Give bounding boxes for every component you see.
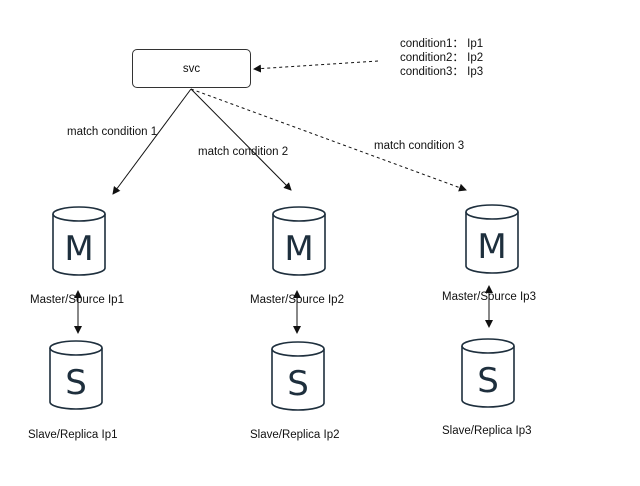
- master-3-label: Master/Source Ip3: [442, 291, 536, 303]
- svc-node: svc: [132, 49, 251, 88]
- slave-db-1: [49, 340, 103, 410]
- svc-label: svc: [182, 62, 201, 75]
- edge-match-3: [190, 88, 467, 192]
- edge-label-2: match condition 2: [198, 146, 289, 158]
- master-2-letter: M: [284, 229, 314, 269]
- slave-db-2: [271, 341, 325, 411]
- master-3-letter: M: [477, 227, 507, 267]
- master-db-1: [52, 206, 106, 276]
- slave-1-letter: S: [65, 363, 87, 403]
- edge-label-1: match condition 1: [67, 126, 158, 138]
- edge-label-3: match condition 3: [374, 140, 465, 152]
- slave-1-label: Slave/Replica Ip1: [28, 429, 118, 441]
- master-db-3: [465, 204, 519, 274]
- condition-2-text: condition2： Ip2: [400, 52, 484, 64]
- condition-1-text: condition1： Ip1: [400, 38, 484, 50]
- master-1-label: Master/Source Ip1: [30, 294, 124, 306]
- slave-2-label: Slave/Replica Ip2: [250, 429, 340, 441]
- edge-match-1: [112, 88, 192, 195]
- conditions-to-svc-edge: [253, 60, 379, 73]
- master-2-label: Master/Source Ip2: [250, 294, 344, 306]
- slave-3-letter: S: [477, 361, 499, 401]
- edge-match-2: [190, 88, 292, 191]
- slave-db-3: [461, 338, 515, 408]
- master-1-letter: M: [64, 229, 94, 269]
- slave-3-label: Slave/Replica Ip3: [442, 425, 532, 437]
- condition-3-text: condition3： Ip3: [400, 66, 484, 78]
- master-db-2: [272, 206, 326, 276]
- slave-2-letter: S: [287, 364, 309, 404]
